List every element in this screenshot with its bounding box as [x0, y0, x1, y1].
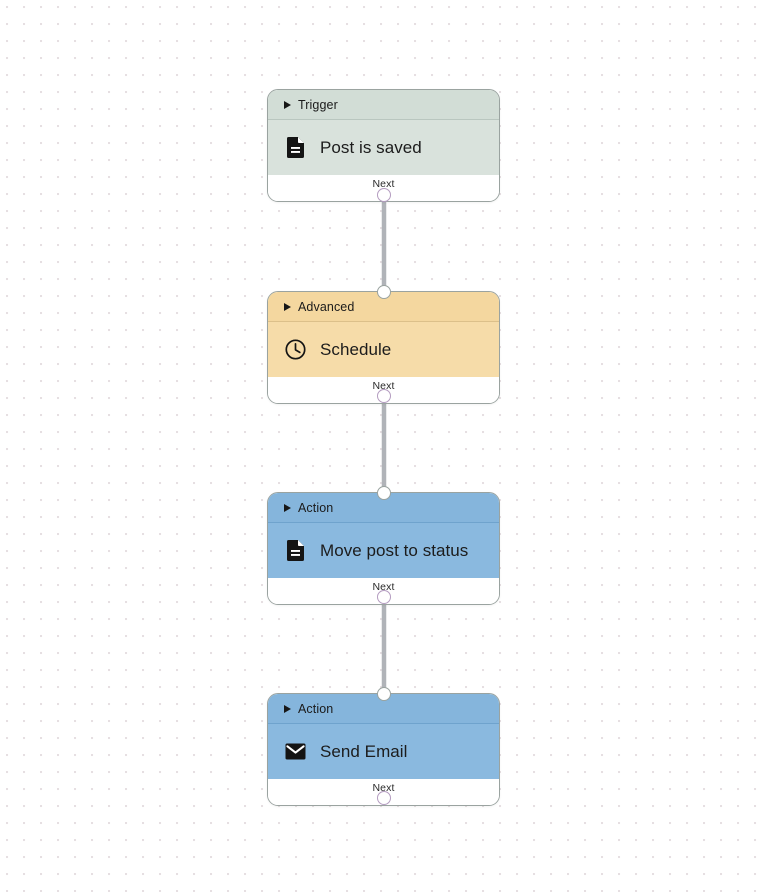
node-body[interactable]: Post is saved: [268, 120, 499, 175]
output-port-trigger[interactable]: [377, 188, 391, 202]
chevron-right-icon[interactable]: [284, 704, 291, 713]
node-category-label: Trigger: [298, 97, 338, 112]
input-port-action-move-post[interactable]: [377, 486, 391, 500]
node-body[interactable]: Schedule: [268, 322, 499, 377]
node-title: Post is saved: [320, 137, 422, 157]
input-port-advanced[interactable]: [377, 285, 391, 299]
input-port-action-send-email[interactable]: [377, 687, 391, 701]
workflow-node-action-send-email[interactable]: Action Send Email Next: [267, 693, 500, 806]
workflow-node-trigger[interactable]: Trigger Post is saved Next: [267, 89, 500, 202]
node-title: Schedule: [320, 339, 392, 359]
envelope-icon: [285, 741, 306, 762]
output-port-label: Next: [372, 178, 395, 190]
node-category-label: Action: [298, 500, 334, 515]
node-divider: [268, 522, 499, 523]
node-divider: [268, 723, 499, 724]
output-port-label: Next: [372, 581, 395, 593]
output-port-label: Next: [372, 380, 395, 392]
node-body[interactable]: Send Email: [268, 724, 499, 779]
node-divider: [268, 321, 499, 322]
node-body[interactable]: Move post to status: [268, 523, 499, 578]
chevron-right-icon[interactable]: [284, 100, 291, 109]
node-category-label: Action: [298, 701, 334, 716]
workflow-node-action-move-post[interactable]: Action Move post to status Next: [267, 492, 500, 605]
document-icon: [285, 540, 306, 561]
node-header[interactable]: Trigger: [268, 90, 499, 119]
output-port-action-move-post[interactable]: [377, 590, 391, 604]
node-title: Move post to status: [320, 540, 469, 560]
node-category-label: Advanced: [298, 299, 355, 314]
clock-icon: [285, 339, 306, 360]
workflow-node-advanced[interactable]: Advanced Schedule Next: [267, 291, 500, 404]
node-divider: [268, 119, 499, 120]
node-title: Send Email: [320, 741, 408, 761]
output-port-label: Next: [372, 782, 395, 794]
output-port-action-send-email[interactable]: [377, 791, 391, 805]
chevron-right-icon[interactable]: [284, 503, 291, 512]
output-port-advanced[interactable]: [377, 389, 391, 403]
chevron-right-icon[interactable]: [284, 302, 291, 311]
document-icon: [285, 137, 306, 158]
